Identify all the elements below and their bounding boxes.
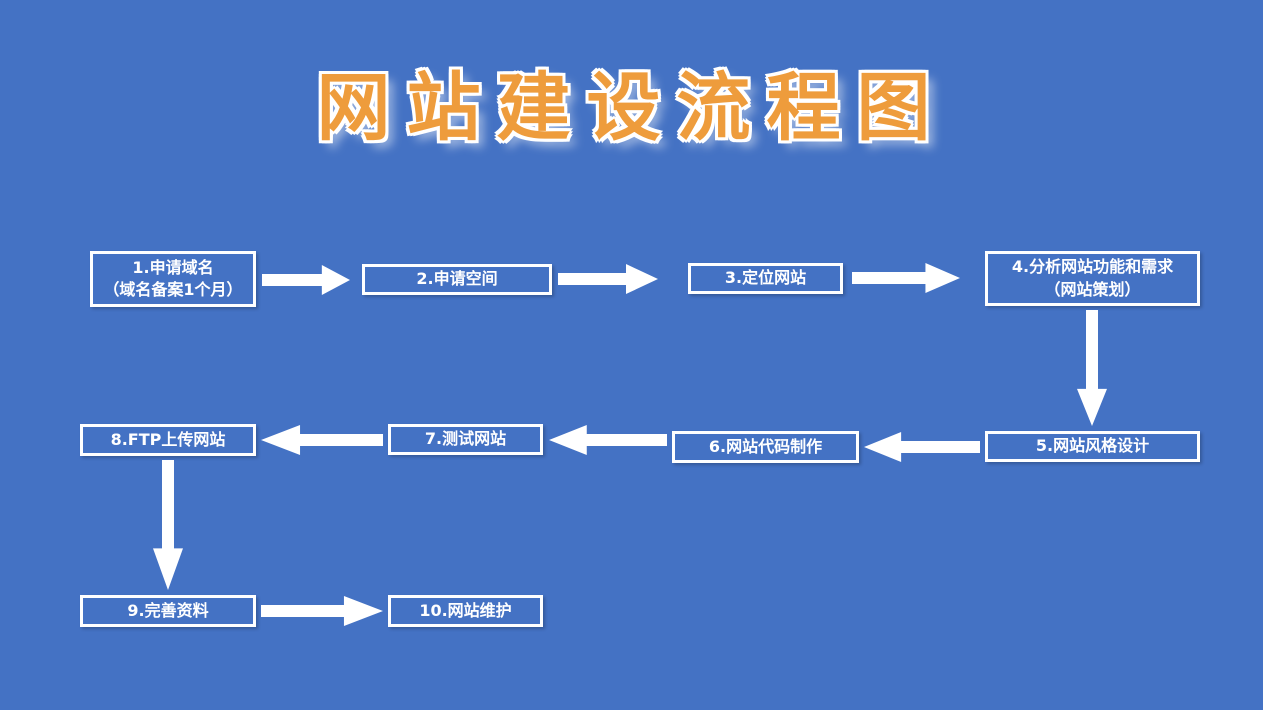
arrow-4-to-5-down-icon [1077,310,1107,426]
flow-node-3: 3.定位网站 [688,263,843,294]
arrow-8-to-9-down-icon [153,460,183,590]
flow-node-8: 8.FTP上传网站 [80,424,256,456]
flow-node-10: 10.网站维护 [388,595,543,627]
arrow-1-to-2-right-icon [262,265,350,295]
flow-node-2: 2.申请空间 [362,264,552,295]
arrow-7-to-8-left-icon [261,425,383,455]
arrow-5-to-6-left-icon [864,432,980,462]
flow-node-6: 6.网站代码制作 [672,431,859,463]
flow-node-5: 5.网站风格设计 [985,431,1200,462]
flow-node-7: 7.测试网站 [388,424,543,455]
flow-node-1: 1.申请域名 （域名备案1个月） [90,251,256,307]
arrow-3-to-4-right-icon [852,263,960,293]
flow-node-9: 9.完善资料 [80,595,256,627]
flow-node-4: 4.分析网站功能和需求 （网站策划） [985,251,1200,306]
arrow-9-to-10-right-icon [261,596,383,626]
diagram-title: 网站建设流程图 [316,65,947,151]
arrow-2-to-3-right-icon [558,264,658,294]
arrow-6-to-7-left-icon [549,425,667,455]
